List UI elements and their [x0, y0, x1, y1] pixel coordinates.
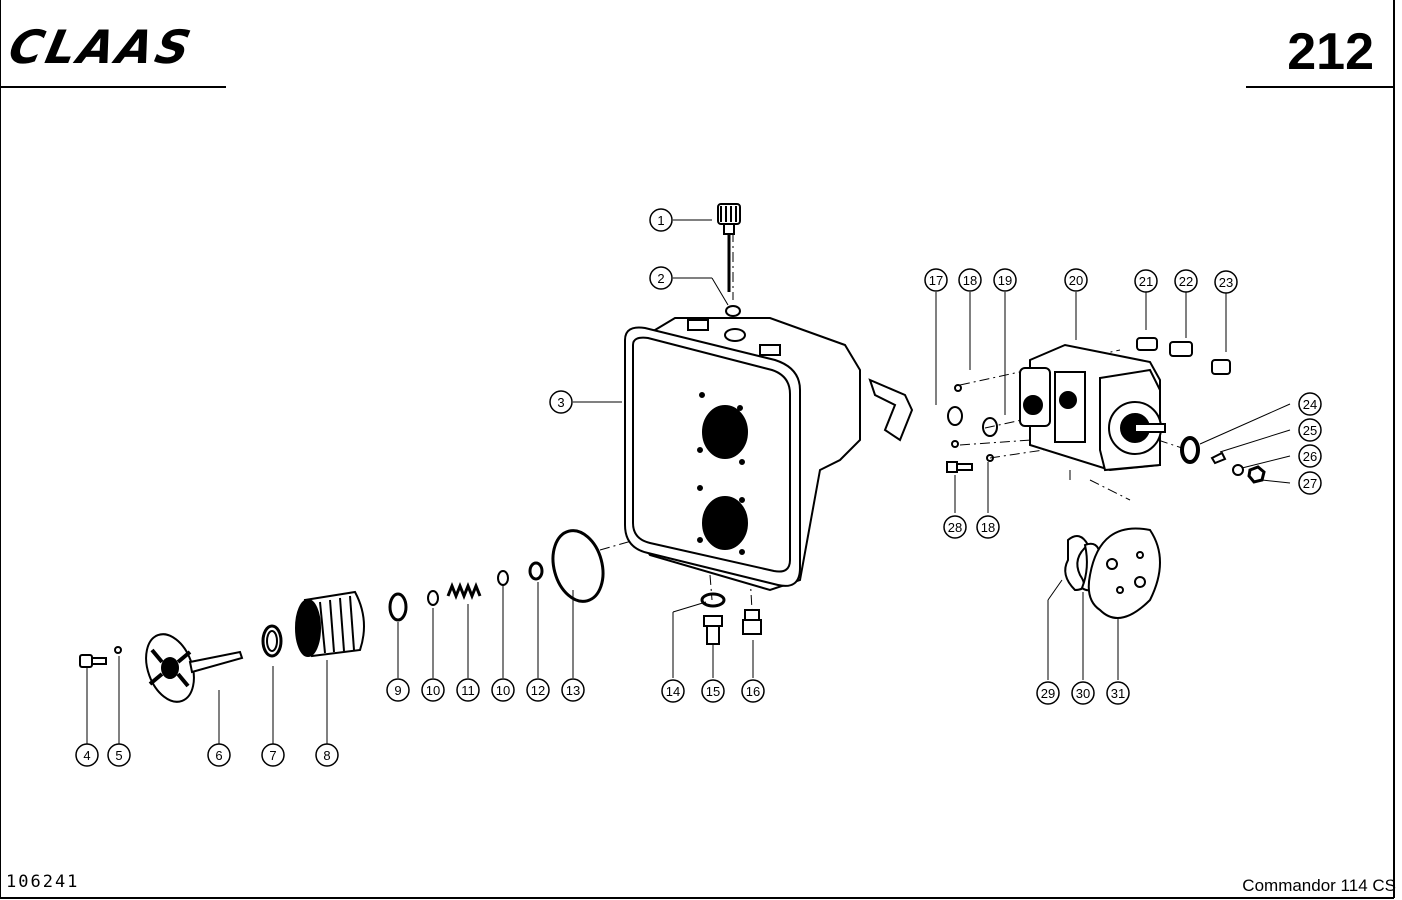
- model-name: Commandor 114 CS: [1242, 876, 1396, 895]
- page-number: 212: [1287, 23, 1374, 81]
- callout-circles: [75, 208, 1322, 767]
- filter-element-icon: [295, 590, 365, 658]
- callout-4: 4: [83, 748, 90, 763]
- drawing-number: 106241: [6, 872, 80, 892]
- leader-lines: [86, 219, 1291, 744]
- callout-5: 5: [115, 748, 122, 763]
- small-parts-icons: [388, 529, 726, 622]
- callout-10b: 10: [496, 683, 510, 698]
- hydraulic-tank-icon: [624, 317, 914, 592]
- callout-2: 2: [657, 271, 664, 286]
- callout-6: 6: [215, 748, 222, 763]
- seal-ring-icon: [261, 624, 283, 658]
- callout-26: 26: [1303, 449, 1317, 464]
- callout-labels: 1 2 3 4 5 6 7 8 9 10 11 10 12 13 14 15 1…: [83, 213, 1317, 763]
- callout-9: 9: [394, 683, 401, 698]
- callout-20: 20: [1069, 273, 1083, 288]
- flange-gasket-icon: [1064, 527, 1161, 619]
- callout-19: 19: [998, 273, 1012, 288]
- callout-28: 28: [948, 520, 962, 535]
- drain-plug-icon: [703, 609, 762, 645]
- filter-cover-icon: [145, 633, 244, 703]
- brand-logo: CLAAS: [4, 20, 199, 74]
- callout-8: 8: [323, 748, 330, 763]
- callout-18b: 18: [981, 520, 995, 535]
- bolt-icon: [79, 654, 107, 668]
- callout-23: 23: [1219, 275, 1233, 290]
- callout-30: 30: [1076, 686, 1090, 701]
- callout-16: 16: [746, 684, 760, 699]
- callout-24: 24: [1303, 397, 1317, 412]
- callout-31: 31: [1111, 686, 1125, 701]
- filler-cap-icon: [717, 203, 741, 292]
- callout-1: 1: [657, 213, 664, 228]
- callout-11: 11: [461, 683, 475, 698]
- callout-25: 25: [1303, 423, 1317, 438]
- callout-10a: 10: [426, 683, 440, 698]
- washer-icon: [114, 646, 122, 654]
- callout-18a: 18: [963, 273, 977, 288]
- callout-12: 12: [531, 683, 545, 698]
- callout-17: 17: [929, 273, 943, 288]
- callout-22: 22: [1179, 274, 1193, 289]
- o-ring-icon: [725, 305, 741, 317]
- callout-3: 3: [557, 395, 564, 410]
- callout-13: 13: [566, 683, 580, 698]
- callout-27: 27: [1303, 476, 1317, 491]
- callout-21: 21: [1139, 274, 1153, 289]
- callout-7: 7: [269, 748, 276, 763]
- callout-14: 14: [666, 684, 680, 699]
- pump-small-parts-icons: [946, 384, 1266, 484]
- callout-29: 29: [1041, 686, 1055, 701]
- callout-15: 15: [706, 684, 720, 699]
- hydraulic-pump-icon: [1019, 337, 1231, 472]
